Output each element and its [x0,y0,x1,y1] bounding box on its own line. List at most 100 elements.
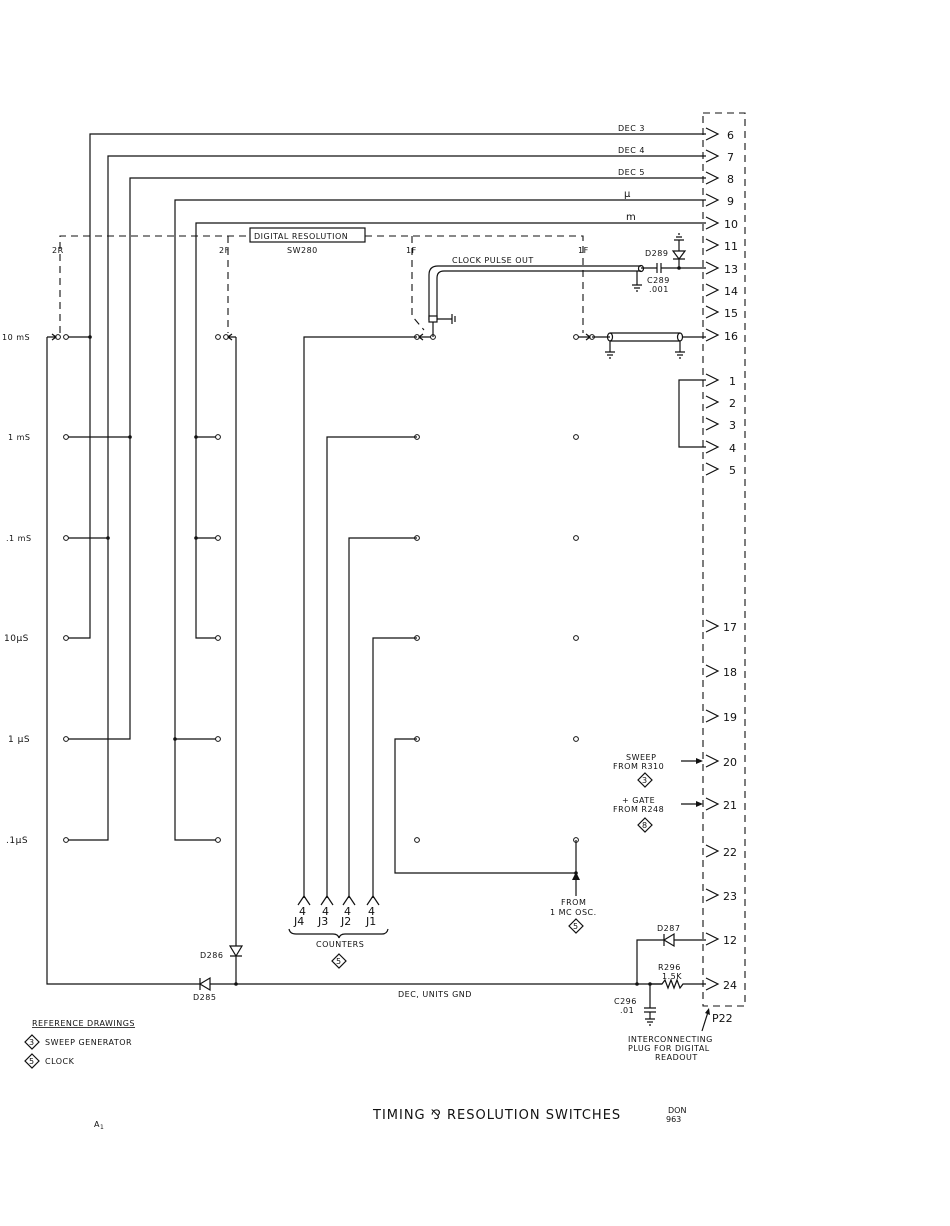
wiper-2r [47,333,57,341]
svg-text:8: 8 [642,821,647,830]
diode-d287 [636,932,706,984]
svg-text:SWEEP GENERATOR: SWEEP GENERATOR [45,1038,132,1047]
units-gnd-line [46,337,662,992]
pin-19: 19 [723,711,737,724]
r296-value: 1.5K [662,972,682,981]
counter-lines [297,336,417,906]
signal-dec3-label: DEC 3 [618,124,645,133]
d285-label: D285 [193,993,216,1002]
c296-value: .01 [620,1006,634,1015]
d289-label: D289 [645,249,668,258]
switch-terminals [55,334,595,843]
units-gnd-label: DEC, UNITS GND [398,990,472,999]
wiper-1f-right [578,333,591,341]
dec-bus-lines [66,133,706,841]
switch-ref: SW280 [287,246,318,255]
osc-label-line2: 1 MC OSC. [550,908,597,917]
svg-text:5: 5 [29,1057,34,1066]
jack-j1: J1 [365,915,376,928]
pin-21: 21 [723,799,737,812]
reference-heading: REFERENCE DRAWINGS [32,1019,135,1028]
osc-ref-diamond: 5 [568,918,584,934]
connector-p22 [702,112,746,1007]
pin-17: 17 [723,621,737,634]
pin-8: 8 [727,173,734,186]
svg-text:5: 5 [573,922,578,931]
wafer-2r-label: 2R [52,246,64,255]
r296-label: R296 [658,963,681,972]
plug-pointer [701,1011,709,1032]
switch-label-box [249,227,366,243]
sw280-linkage [59,235,584,333]
switch-name: DIGITAL RESOLUTION [254,232,348,241]
drawn-by-line1: DON [668,1106,686,1115]
pin-3: 3 [729,419,736,432]
jack-j4: J4 [293,915,304,928]
pin-7: 7 [727,151,734,164]
counter-pin-j4: 4 [299,905,306,918]
plug-desc-line1: INTERCONNECTING [628,1035,713,1044]
connector-pins: 6 7 8 9 10 11 13 14 15 16 1 2 3 4 5 17 1… [705,127,738,992]
counters-ref-diamond: 5 [331,953,347,969]
pin-16: 16 [724,330,738,343]
sweep-label-line2: FROM R310 [613,762,664,771]
sweep-ref-diamond: 3 [637,772,653,788]
clock-pulse-out-cable [428,264,645,337]
pin-12: 12 [723,934,737,947]
c289-label: C289 [647,276,670,285]
reference-item-sweep: 3 SWEEP GENERATOR [24,1034,132,1050]
osc-line [394,738,577,874]
wiper-2f [227,333,236,341]
d286-label: D286 [200,951,223,960]
reference-item-clock: 5 CLOCK [24,1053,74,1069]
pin-15: 15 [724,307,738,320]
drawn-by-line2: 963 [666,1115,681,1124]
clock-pulse-out-label: CLOCK PULSE OUT [452,256,534,265]
svg-text:3: 3 [29,1038,34,1047]
pin-11: 11 [724,240,738,253]
counters-label: COUNTERS [316,940,364,949]
jack-j2: J2 [340,915,351,928]
jumper-pin1-pin4 [678,379,706,448]
plug-desc-line3: READOUT [655,1053,698,1062]
counter-pin-j2: 4 [344,905,351,918]
pin-14: 14 [724,285,738,298]
timebase-0.1ms: .1 mS [6,534,32,543]
svg-text:3: 3 [642,776,647,785]
pin-2: 2 [729,397,736,410]
pin-18: 18 [723,666,737,679]
drawing-title: TIMING ⅋ RESOLUTION SWITCHES [372,1108,621,1123]
pin-1: 1 [729,375,736,388]
sweep-label-line1: SWEEP [626,753,656,762]
gate-label-line1: + GATE [622,796,655,805]
counters-brace [288,928,389,939]
pin-5: 5 [729,464,736,477]
wafer-1f-right-label: 1F [578,246,589,255]
timebase-10ms: 10 mS [2,333,30,342]
pin-23: 23 [723,890,737,903]
signal-dec4-label: DEC 4 [618,146,645,155]
timebase-1ms: 1 mS [8,433,31,442]
pin-24: 24 [723,979,737,992]
pin-6: 6 [727,129,734,142]
osc-label-line1: FROM [561,898,586,907]
signal-m-label: m [626,212,636,223]
resistor-r296 [650,978,706,990]
c289-value: .001 [649,285,669,294]
capacitor-c296 [644,984,656,1026]
plug-name: P22 [712,1012,733,1025]
pin-9: 9 [727,195,734,208]
diode-d289 [671,233,687,268]
timebase-10us: 10μS [4,634,29,644]
gate-ref-diamond: 8 [637,817,653,833]
pin-20: 20 [723,756,737,769]
plug-desc-line2: PLUG FOR DIGITAL [628,1044,710,1053]
pin-10: 10 [724,218,738,231]
pin16-shielded-line [592,332,706,359]
wiper-1f [418,333,431,341]
signal-mu-label: μ [624,189,631,200]
svg-text:5: 5 [336,957,341,966]
sheet-mark: A1 [94,1120,104,1131]
pin-4: 4 [729,442,736,455]
